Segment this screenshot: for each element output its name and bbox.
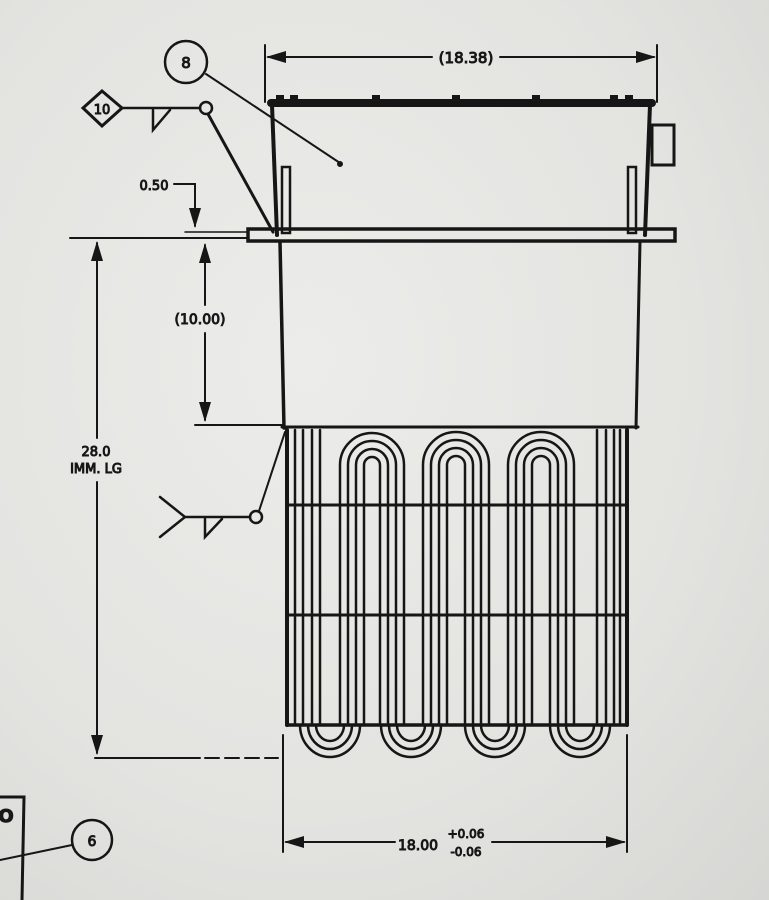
immersion-label-text: IMM. LG: [70, 462, 122, 477]
immersion-length-text: 28.0: [82, 445, 111, 460]
overall-width-text: (18.38): [439, 49, 494, 67]
terminal-housing: [267, 95, 676, 237]
element-width-text: 18.00: [398, 838, 438, 854]
overall-width-dimension: (18.38): [264, 44, 658, 103]
svg-text:6: 6: [88, 834, 97, 850]
tolerance-minus-text: -0.06: [450, 845, 481, 859]
weld-symbol-lower: [158, 431, 286, 541]
element-width-dimension: 18.00 +0.06 -0.06: [282, 734, 628, 860]
depth-text: (10.00): [174, 312, 225, 328]
svg-text:O: O: [0, 806, 14, 827]
svg-text:8: 8: [181, 54, 191, 72]
flange-offset-text: 0.50: [140, 179, 169, 194]
weld-note-10: 10: [94, 103, 111, 118]
tolerance-plus-text: +0.06: [448, 827, 485, 841]
depth-dimension: (10.00): [174, 243, 283, 426]
flange: [246, 227, 677, 243]
immersion-length-dimension: 28.0 IMM. LG: [69, 237, 279, 759]
adjacent-view-box: O: [0, 795, 26, 900]
heating-element-coils: [285, 428, 629, 759]
balloon-8: 8: [163, 39, 343, 167]
weld-symbol-10: 10: [80, 89, 275, 234]
balloon-6: 6: [0, 818, 114, 862]
flange-offset-dimension: 0.50: [139, 179, 249, 233]
tank-body: [278, 240, 642, 430]
conduit-fitting: [650, 123, 676, 167]
